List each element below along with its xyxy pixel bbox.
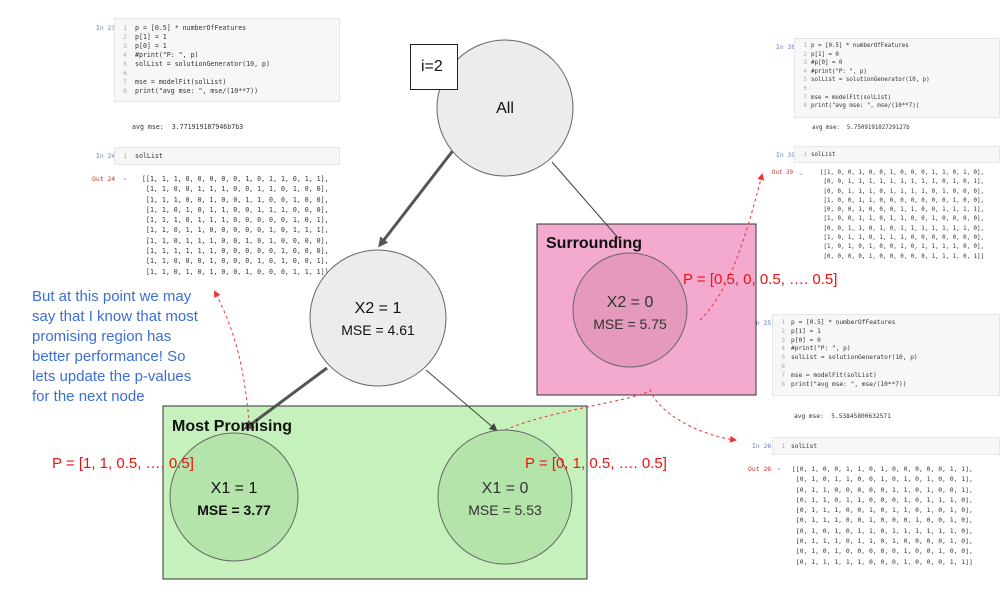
- code-cell[interactable]: 1 2 3 4 5 6 7 8 p = [0.5] * numberOfFeat…: [772, 314, 1000, 396]
- edge-x2-1-x1-0: [425, 369, 498, 432]
- cell-prompt: In 23: [96, 24, 116, 32]
- dashed-connector-x2-0: [699, 173, 765, 321]
- code-cell[interactable]: 1 2 3 4 5 6 7 8 p = [0.5] * numberOfFeat…: [114, 18, 340, 102]
- x2-0-mse: MSE = 5.75: [593, 316, 667, 332]
- cell-prompt: In 38: [776, 43, 796, 51]
- chevron-down-icon[interactable]: ⌄: [798, 170, 804, 177]
- x1-0-mse: MSE = 5.53: [468, 502, 542, 518]
- cell-prompt: In 24: [96, 152, 116, 160]
- code-cell[interactable]: 1 solList: [772, 437, 1000, 455]
- output-prompt: Out 24: [92, 175, 116, 183]
- line-numbers: 1 2 3 4 5 6 7 8: [123, 24, 127, 95]
- line-numbers: 1 2 3 4 5 6 7 8: [781, 319, 785, 388]
- annotation-text: But at this point we may say that I know…: [32, 288, 198, 405]
- line-numbers: 1 2 3 4 5 6 7 8: [803, 43, 808, 110]
- root-label: All: [496, 100, 514, 117]
- x2-0-label: X2 = 0: [606, 294, 654, 311]
- cell-prompt: In 26: [752, 442, 772, 450]
- most-promising-title: Most Promising: [172, 418, 293, 435]
- cell-code: solList: [135, 152, 163, 160]
- output-list: [[1, 0, 0, 1, 0, 0, 1, 0, 0, 0, 1, 1, 0,…: [820, 170, 985, 260]
- cell-prompt: In 25: [752, 319, 772, 327]
- x1-1-label: X1 = 1: [210, 480, 258, 497]
- output-prompt: Out 39: [772, 170, 793, 176]
- edge-root-x2-1: [378, 143, 460, 248]
- iteration-box: i=2: [410, 44, 458, 90]
- cell-code: p = [0.5] * numberOfFeatures p[1] = 1 p[…: [791, 319, 918, 388]
- node-x2-1: [309, 249, 447, 387]
- chevron-down-icon[interactable]: ⌄: [122, 175, 128, 182]
- node-x1-1: [169, 432, 299, 562]
- cell-code: solList: [811, 152, 836, 158]
- notebook-bottom-right: In 25 1 2 3 4 5 6 7 8 p = [0.5] * number…: [748, 314, 1002, 596]
- x2-1-mse: MSE = 4.61: [341, 322, 415, 338]
- p-label-surrounding: P = [0.5, 0, 0.5, …. 0.5]: [683, 271, 838, 288]
- cell-prompt: In 39: [776, 151, 796, 159]
- p-label-x1-0: P = [0, 1, 0.5, …. 0.5]: [525, 455, 667, 472]
- node-x2-0: [572, 252, 688, 368]
- output-list: [[0, 1, 0, 0, 1, 1, 0, 1, 0, 0, 0, 0, 0,…: [792, 465, 973, 566]
- cell-output: avg mse: 5.750919102729127b: [812, 125, 910, 131]
- x2-1-label: X2 = 1: [354, 300, 402, 317]
- cell-output: avg mse: 3.771919187946b7b3: [132, 123, 244, 131]
- notebook-left: In 23 1 2 3 4 5 6 7 8 p = [0.5] * number…: [88, 14, 340, 296]
- surrounding-title: Surrounding: [546, 235, 642, 252]
- node-root: [436, 39, 574, 177]
- output-list: [[1, 1, 1, 0, 0, 0, 0, 0, 1, 0, 1, 1, 0,…: [142, 175, 329, 276]
- cell-code: solList: [791, 443, 818, 450]
- code-cell[interactable]: 1 solList: [114, 147, 340, 165]
- edge-x2-1-x1-1: [243, 366, 328, 430]
- chevron-down-icon[interactable]: ⌄: [776, 465, 782, 472]
- code-cell[interactable]: 1 2 3 4 5 6 7 8 p = [0.5] * numberOfFeat…: [794, 38, 1000, 118]
- output-prompt: Out 26: [748, 465, 772, 473]
- p-label-most-promising: P = [1, 1, 0.5, …. 0.5]: [52, 455, 194, 472]
- x1-1-mse: MSE = 3.77: [197, 502, 271, 518]
- code-cell[interactable]: 1 solList: [794, 146, 1000, 163]
- iteration-label: i=2: [421, 58, 443, 75]
- x1-0-label: X1 = 0: [481, 480, 529, 497]
- cell-output: avg mse: 5.53845800632571: [794, 413, 891, 420]
- notebook-top-right: In 38 1 2 3 4 5 6 7 8 p = [0.5] * number…: [768, 38, 1000, 268]
- cell-code: p = [0.5] * numberOfFeatures p[1] = 0 #p…: [811, 43, 930, 110]
- cell-code: p = [0.5] * numberOfFeatures p[1] = 1 p[…: [135, 24, 270, 95]
- edge-root-x2-0: [551, 161, 621, 241]
- dashed-connector-x1-0: [504, 389, 737, 443]
